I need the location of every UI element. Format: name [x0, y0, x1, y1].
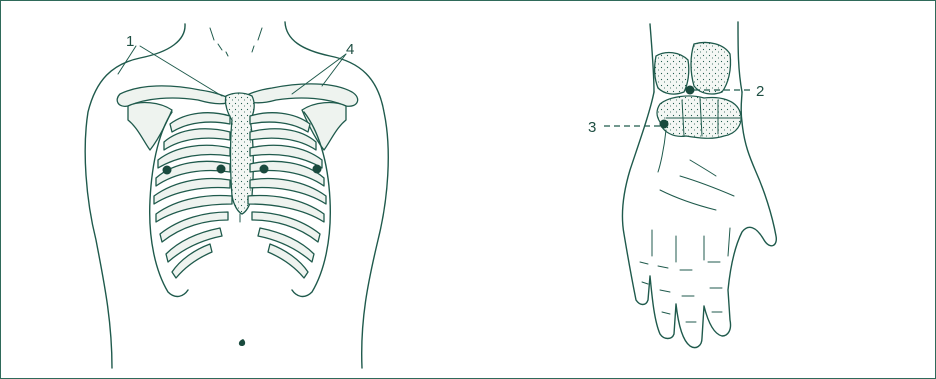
leader-4a	[322, 54, 346, 86]
hand-label-2: 2	[756, 83, 764, 100]
ribs-right	[248, 113, 326, 278]
finger-crease-ring	[658, 266, 670, 314]
electrode-dot-2	[686, 86, 695, 95]
electrode-dot-3	[660, 120, 669, 129]
neck-line-right	[252, 28, 262, 52]
palm-crease-3	[690, 160, 716, 176]
right-clavicle	[242, 84, 358, 106]
torso-outline-right	[285, 22, 388, 368]
metacarpal-line	[658, 130, 666, 172]
navel	[239, 339, 245, 346]
torso-illustration	[85, 22, 388, 368]
neck-line-left	[210, 28, 228, 56]
electrode-dot-v2	[217, 165, 226, 174]
forearm-left-edge	[650, 24, 654, 92]
hand-label-3: 3	[588, 119, 596, 136]
finger-crease-middle	[680, 270, 696, 322]
hand-illustration	[604, 22, 776, 348]
chest-label-1: 1	[126, 33, 134, 50]
carpal-bones	[657, 96, 741, 138]
chest-label-4: 4	[346, 41, 354, 58]
ribs-left	[154, 113, 232, 278]
finger-crease-index	[708, 262, 722, 312]
electrode-dot-v3	[260, 165, 269, 174]
finger-crease-little	[640, 262, 648, 284]
palm-crease-1	[680, 176, 734, 196]
palm-crease-2	[660, 190, 716, 210]
electrode-dot-v4	[313, 165, 322, 174]
finger-separations	[652, 228, 730, 262]
ulna-bone	[691, 42, 731, 94]
forearm-right-edge	[738, 22, 742, 92]
electrode-dot-v1	[163, 166, 172, 175]
radius-bone	[655, 53, 689, 95]
